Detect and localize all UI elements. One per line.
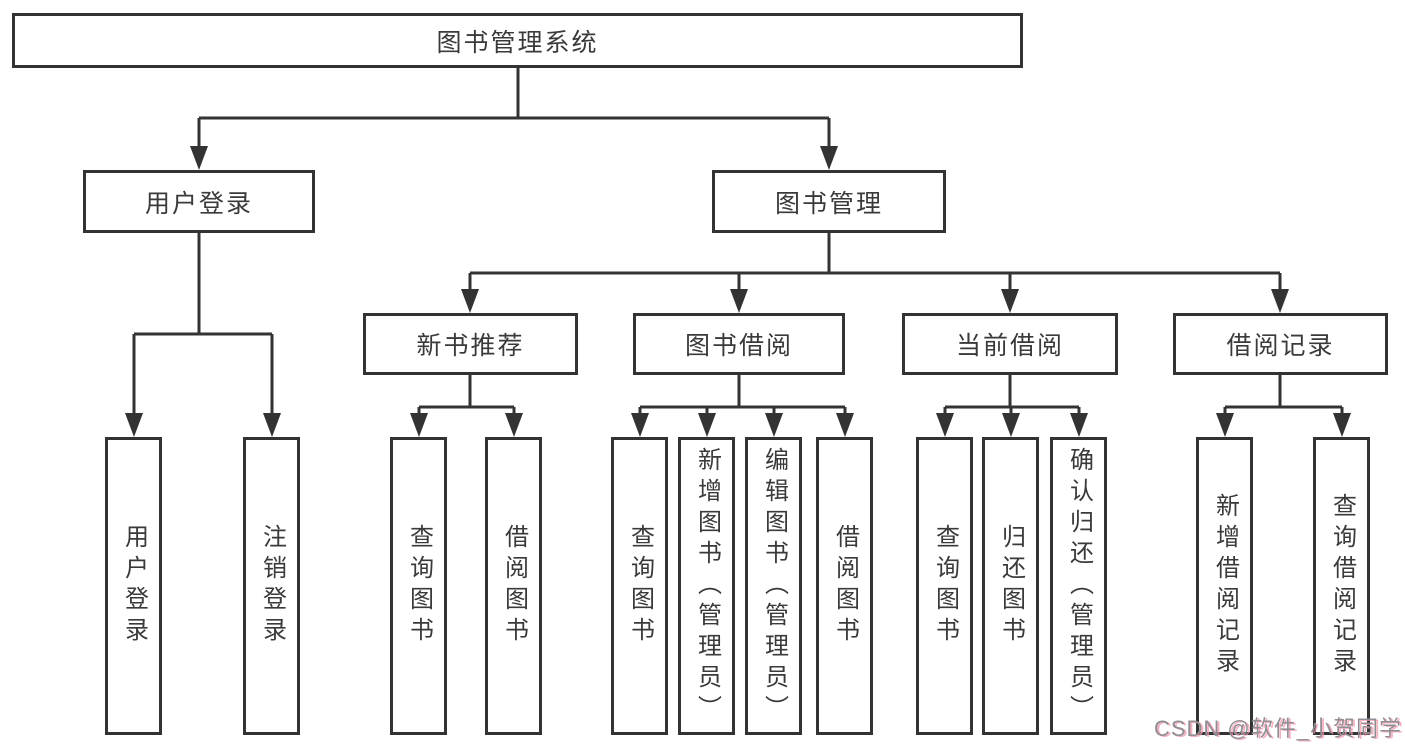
leaf-user-login-label: 用户登录 (120, 524, 148, 648)
leaf-return-book-label: 归还图书 (997, 524, 1025, 648)
leaf-query-books-2: 查询图书 (611, 437, 668, 735)
node-current-borrow-label: 当前借阅 (955, 332, 1064, 360)
node-borrow-records: 借阅记录 (1173, 313, 1388, 375)
node-new-book-recommend: 新书推荐 (363, 313, 578, 375)
node-root: 图书管理系统 (12, 13, 1023, 68)
leaf-confirm-return-admin: 确认归还（管理员） (1050, 437, 1107, 735)
node-new-book-recommend-label: 新书推荐 (416, 332, 525, 360)
node-book-borrow: 图书借阅 (633, 313, 845, 375)
leaf-edit-book-admin: 编辑图书（管理员） (745, 437, 802, 735)
leaf-borrow-books-1-label: 借阅图书 (500, 524, 528, 648)
leaf-borrow-books-2: 借阅图书 (816, 437, 873, 735)
leaf-borrow-books-2-label: 借阅图书 (831, 524, 859, 648)
leaf-logout: 注销登录 (243, 437, 300, 735)
node-book-management: 图书管理 (712, 170, 946, 233)
leaf-add-borrow-record-label: 新增借阅记录 (1211, 493, 1239, 679)
leaf-add-borrow-record: 新增借阅记录 (1196, 437, 1253, 735)
leaf-return-book: 归还图书 (982, 437, 1039, 735)
leaf-query-borrow-record-label: 查询借阅记录 (1328, 493, 1356, 679)
leaf-user-login: 用户登录 (105, 437, 162, 735)
node-book-borrow-label: 图书借阅 (684, 332, 793, 360)
leaf-add-book-admin: 新增图书（管理员） (678, 437, 735, 735)
leaf-query-borrow-record: 查询借阅记录 (1313, 437, 1370, 735)
leaf-confirm-return-admin-label: 确认归还（管理员） (1065, 446, 1093, 726)
node-root-label: 图书管理系统 (436, 28, 599, 57)
node-user-login: 用户登录 (83, 170, 315, 233)
node-borrow-records-label: 借阅记录 (1226, 332, 1335, 360)
leaf-query-books-1-label: 查询图书 (405, 524, 433, 648)
leaf-query-books-3-label: 查询图书 (931, 524, 959, 648)
leaf-edit-book-admin-label: 编辑图书（管理员） (760, 446, 788, 726)
leaf-logout-label: 注销登录 (258, 524, 286, 648)
node-book-management-label: 图书管理 (774, 189, 883, 218)
leaf-add-book-admin-label: 新增图书（管理员） (693, 446, 721, 726)
leaf-query-books-1: 查询图书 (390, 437, 447, 735)
node-current-borrow: 当前借阅 (902, 313, 1118, 375)
leaf-query-books-3: 查询图书 (916, 437, 973, 735)
leaf-borrow-books-1: 借阅图书 (485, 437, 542, 735)
node-user-login-label: 用户登录 (144, 189, 253, 218)
leaf-query-books-2-label: 查询图书 (626, 524, 654, 648)
